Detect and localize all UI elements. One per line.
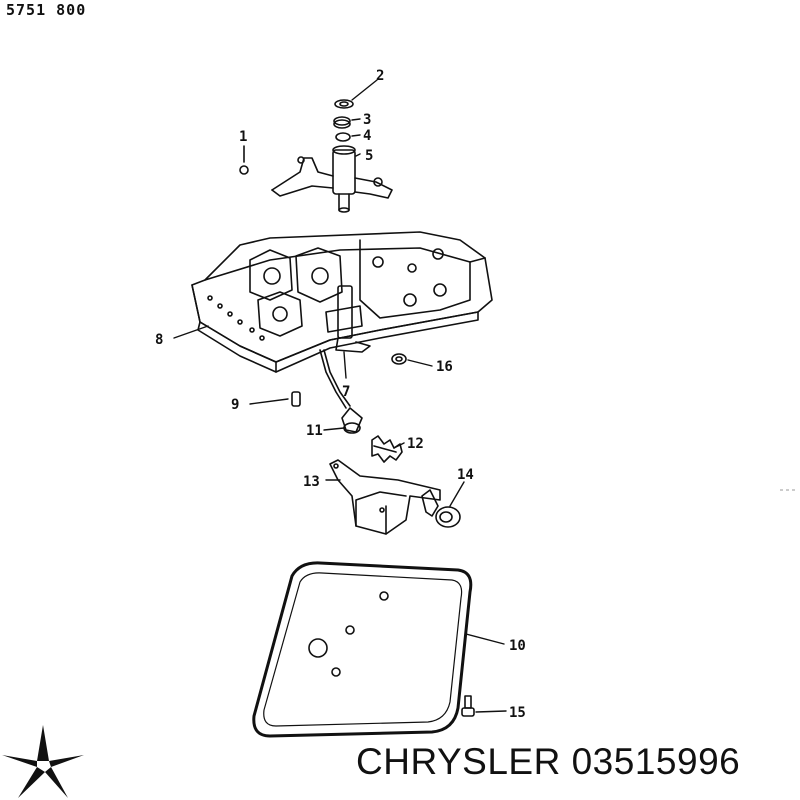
callout-4: 4	[363, 128, 371, 144]
part-8-valve-body	[191, 231, 493, 373]
part-2-seal	[334, 99, 354, 109]
callout-15: 15	[509, 705, 526, 721]
part-7-link-rod	[319, 349, 351, 409]
callout-12: 12	[407, 436, 424, 452]
callout-10: 10	[509, 638, 526, 654]
callout-3: 3	[363, 112, 371, 128]
part-9-plug	[291, 391, 301, 407]
part-13-bracket	[329, 459, 441, 535]
callout-7: 7	[342, 384, 350, 400]
brand-part-number: CHRYSLER 03515996	[356, 741, 741, 782]
callout-5: 5	[365, 148, 373, 164]
part-1-ball	[239, 145, 249, 175]
callout-16: 16	[436, 359, 453, 375]
part-11-valve	[341, 407, 363, 434]
part-10-gasket	[252, 561, 473, 738]
callout-1: 1	[239, 129, 247, 145]
part-12-spring	[371, 435, 403, 463]
callout-labels: 1 2 3 4 5 7 8 9 10 11 12 13 14 15 16	[155, 68, 526, 721]
part-16-washer	[391, 353, 407, 365]
part-3-washer	[333, 116, 351, 129]
diagram-code: 5751 800	[6, 1, 87, 19]
callout-8: 8	[155, 332, 163, 348]
part-15-bolt	[461, 695, 475, 717]
part-4-washer	[335, 132, 351, 142]
callout-11: 11	[306, 423, 323, 439]
callout-14: 14	[457, 467, 474, 483]
pentastar-icon	[2, 725, 84, 798]
leader-lines	[173, 79, 507, 713]
callout-13: 13	[303, 474, 320, 490]
callout-9: 9	[231, 397, 239, 413]
callout-2: 2	[376, 68, 384, 84]
part-5-valve-lever	[271, 145, 393, 213]
part-14-knob	[421, 489, 461, 528]
